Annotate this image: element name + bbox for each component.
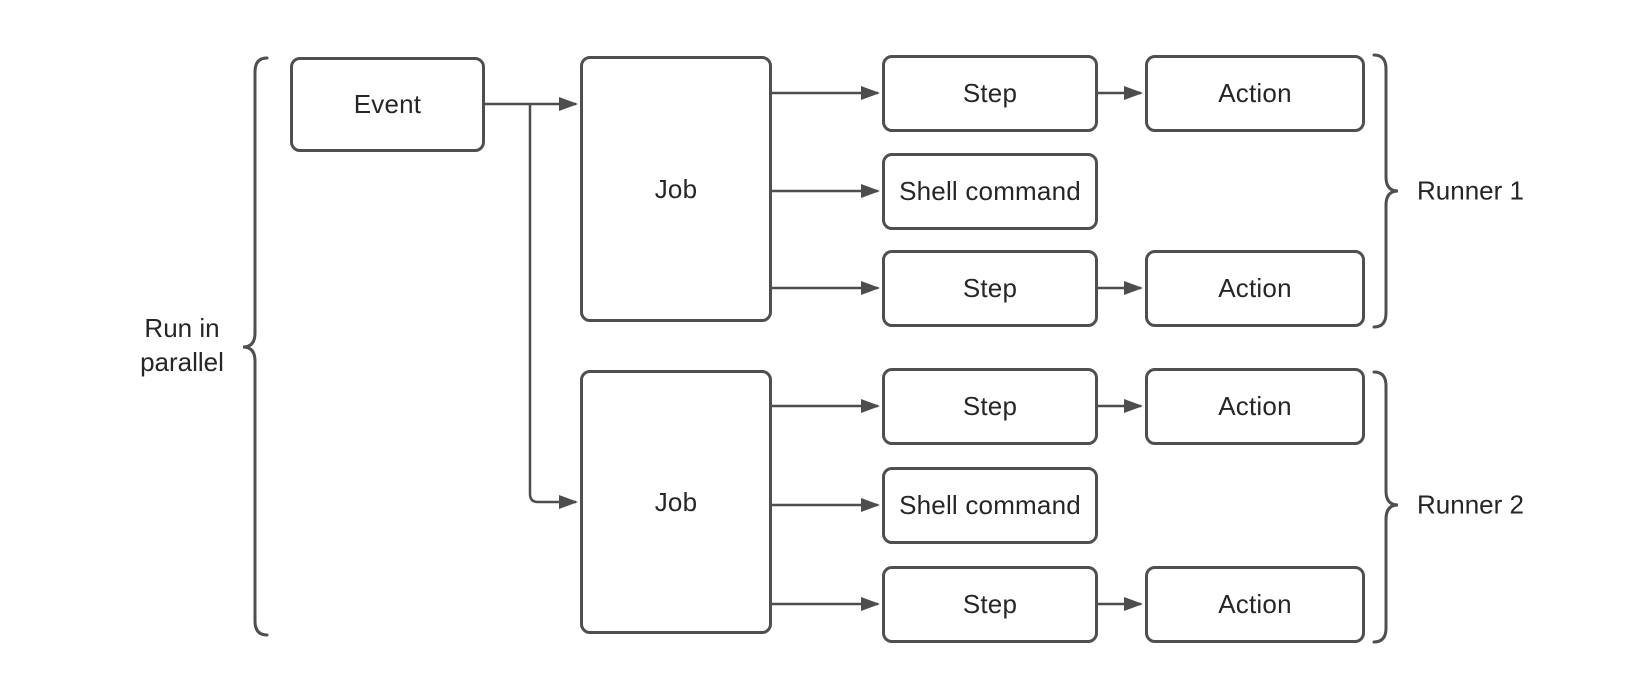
left-brace [242, 56, 269, 637]
runner-1-brace [1372, 53, 1399, 329]
run-in-parallel-label: Run in parallel [140, 313, 224, 377]
arrow-event-to-job2 [528, 104, 578, 509]
edge-group [485, 86, 1143, 611]
runner-1-label: Runner 1 [1417, 175, 1524, 206]
brace-group [242, 53, 1399, 644]
runner-2-brace [1372, 370, 1399, 644]
runner-2-label: Runner 2 [1417, 489, 1524, 520]
